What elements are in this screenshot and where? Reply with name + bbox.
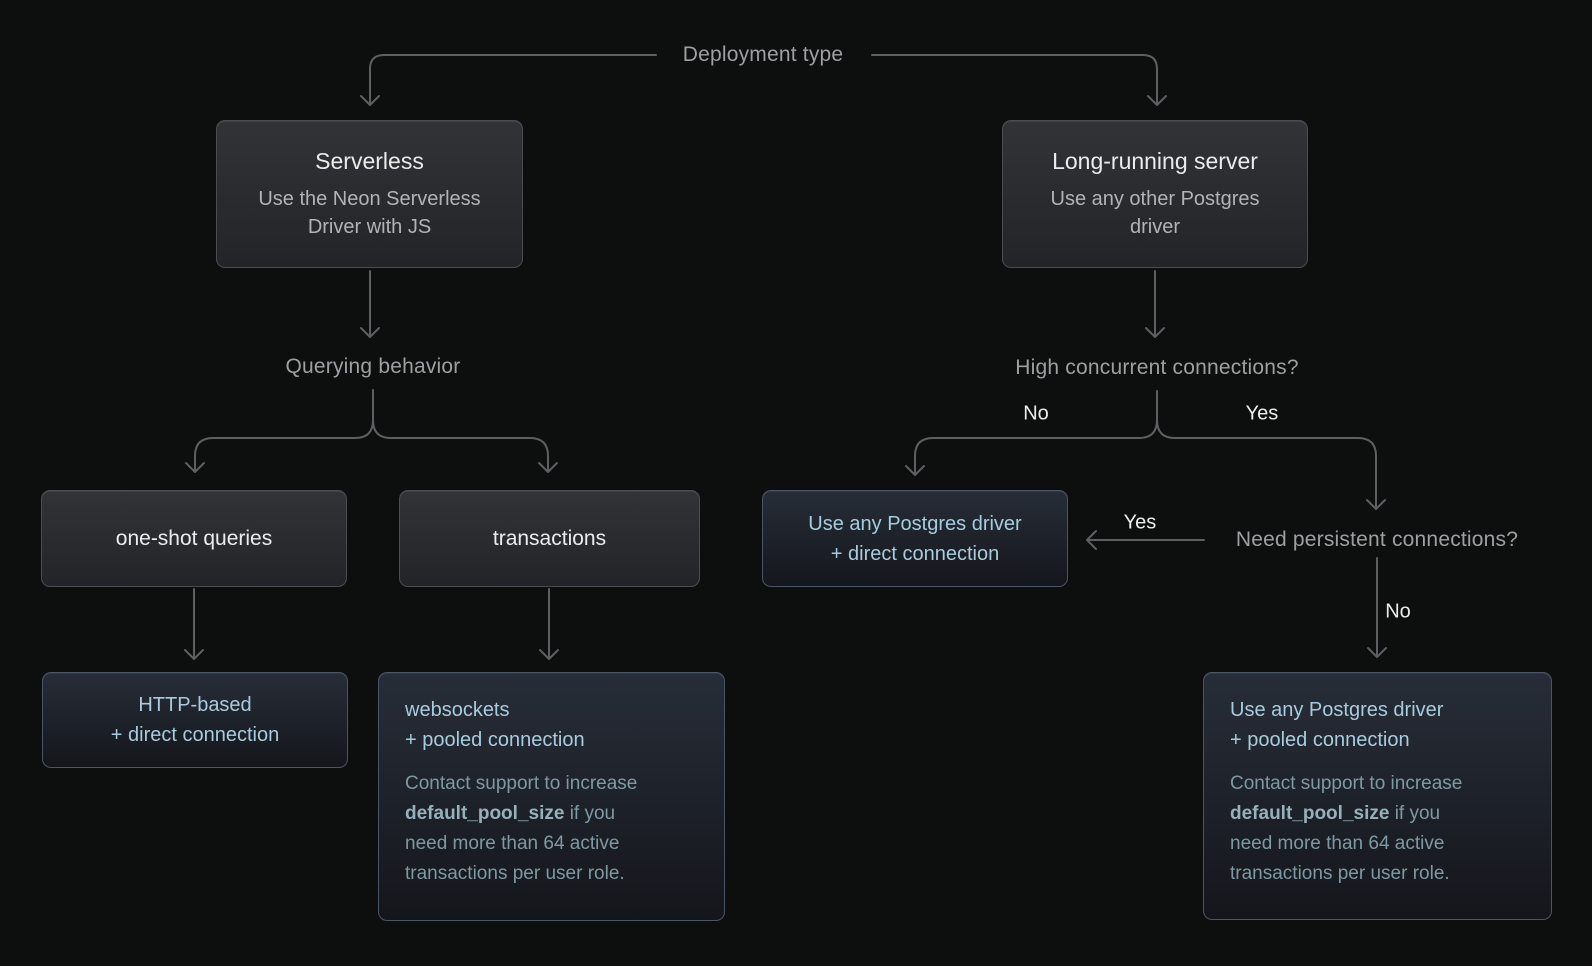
deployment-type-label: Deployment type xyxy=(682,43,844,66)
long-running-title: Long-running server xyxy=(1052,147,1258,174)
websockets-note: Contact support to increase default_pool… xyxy=(405,773,638,884)
connector-transactions-to-websockets xyxy=(539,588,559,660)
connector-persistent-no xyxy=(1367,557,1387,658)
high-concurrent-label: High concurrent connections? xyxy=(1015,356,1299,379)
connector-oneshot-to-http xyxy=(184,588,204,660)
edge-label-yes: Yes xyxy=(1245,402,1279,425)
one-shot-queries-node: one-shot queries xyxy=(41,490,347,587)
connector-root-to-long-running xyxy=(871,54,1167,106)
pooled-connection-note: Contact support to increase default_pool… xyxy=(1230,773,1463,884)
direct-connection-line1: Use any Postgres driver xyxy=(808,512,1022,535)
connector-longrunning-to-high xyxy=(1145,270,1165,338)
default-pool-size-code: default_pool_size xyxy=(1230,803,1390,824)
http-based-line2: + direct connection xyxy=(110,724,280,746)
serverless-title: Serverless xyxy=(315,147,424,174)
edge-label-no: No xyxy=(1023,402,1049,425)
long-running-node: Long-running server Use any other Postgr… xyxy=(1002,120,1308,268)
connector-querying-split xyxy=(185,389,558,473)
need-persistent-label: Need persistent connections? xyxy=(1235,528,1519,551)
default-pool-size-code: default_pool_size xyxy=(405,803,565,824)
direct-connection-node: Use any Postgres driver + direct connect… xyxy=(762,490,1068,587)
long-running-subtitle: Use any other Postgres driver xyxy=(1050,187,1260,238)
edge-label-persistent-no: No xyxy=(1385,600,1411,623)
websockets-line1: websockets xyxy=(405,699,510,721)
websockets-node: websockets + pooled connection Contact s… xyxy=(378,672,725,921)
transactions-label: transactions xyxy=(492,526,607,550)
connector-serverless-to-querying xyxy=(360,270,380,338)
transactions-node: transactions xyxy=(399,490,700,587)
querying-behavior-label: Querying behavior xyxy=(285,355,461,378)
http-based-node: HTTP-based + direct connection xyxy=(42,672,348,768)
websockets-line2: + pooled connection xyxy=(405,729,585,751)
direct-connection-line2: + direct connection xyxy=(830,542,1000,565)
pooled-connection-node: Use any Postgres driver + pooled connect… xyxy=(1203,672,1552,920)
connector-root-to-serverless xyxy=(360,54,657,106)
pooled-connection-line2: + pooled connection xyxy=(1230,729,1410,751)
one-shot-queries-label: one-shot queries xyxy=(115,526,273,550)
serverless-subtitle: Use the Neon Serverless Driver with JS xyxy=(258,187,481,238)
edge-label-persistent-yes: Yes xyxy=(1123,511,1157,534)
http-based-line1: HTTP-based xyxy=(138,694,252,716)
pooled-connection-line1: Use any Postgres driver xyxy=(1230,699,1444,721)
serverless-node: Serverless Use the Neon Serverless Drive… xyxy=(216,120,523,268)
